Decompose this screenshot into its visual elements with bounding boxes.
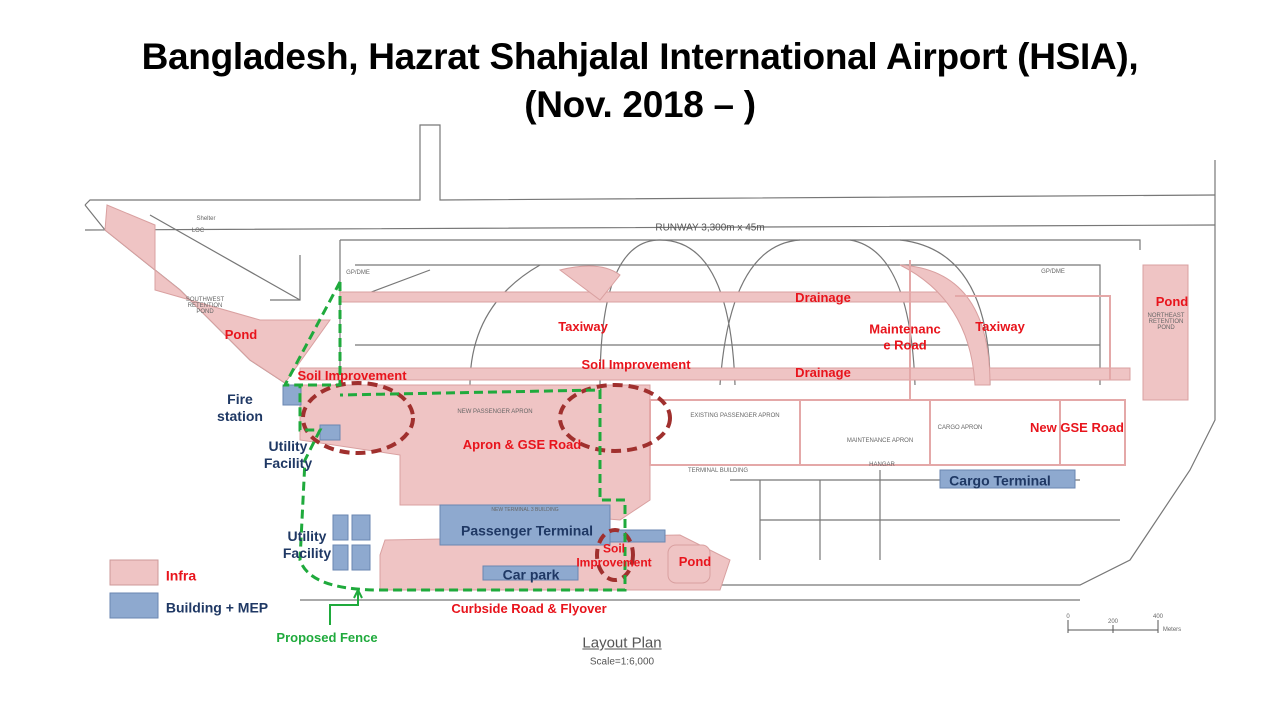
scale-bar <box>1067 620 1159 633</box>
label-car-park: Car park <box>502 566 560 583</box>
label-sw-pond: SOUTHWEST RETENTION POND <box>185 297 225 315</box>
label-cargo-apron: CARGO APRON <box>937 425 983 431</box>
layout-plan-title: Layout Plan <box>582 634 662 652</box>
label-passenger-terminal: Passenger Terminal <box>460 522 594 539</box>
label-maintenance-apron: MAINTENANCE APRON <box>846 438 914 444</box>
label-drainage-top: Drainage <box>795 290 851 306</box>
curbside-area <box>379 534 731 591</box>
legend-building-label: Building + MEP <box>165 599 269 616</box>
label-curbside: Curbside Road & Flyover <box>451 601 607 617</box>
legend-infra-label: Infra <box>165 567 197 584</box>
scale-tick-200: 200 <box>1107 619 1119 625</box>
label-utility-2: Utility Facility <box>282 528 332 561</box>
label-new-terminal: NEW TERMINAL 3 BUILDING <box>491 507 559 513</box>
slide-title-line2: (Nov. 2018 – ) <box>524 84 756 125</box>
slide-title-line1: Bangladesh, Hazrat Shahjalal Internation… <box>141 36 1139 77</box>
taxiway-area <box>558 264 991 386</box>
drainage-bottom <box>299 367 1131 381</box>
label-gpdme-1: GP/DME <box>346 270 370 276</box>
label-fire-station: Fire station <box>217 391 263 424</box>
label-existing-apron: EXISTING PASSENGER APRON <box>690 413 780 419</box>
label-terminal-building: TERMINAL BUILDING <box>687 468 749 474</box>
label-pond-ne: Pond <box>1155 294 1189 310</box>
label-pond-sw: Pond <box>224 327 258 343</box>
label-soil-3: Soil Improvement <box>576 541 652 570</box>
label-new-apron: NEW PASSENGER APRON <box>457 409 533 415</box>
runway-label: RUNWAY 3,300m x 45m <box>655 222 765 234</box>
passenger-terminal-building <box>439 504 611 546</box>
label-taxiway-1: Taxiway <box>558 319 608 335</box>
sw-pond-area <box>104 204 331 384</box>
new-gse-road-outline <box>649 260 1126 466</box>
label-new-gse: New GSE Road <box>1030 420 1124 436</box>
label-hangar: HANGAR <box>869 462 895 468</box>
label-soil-2: Soil Improvement <box>581 357 691 373</box>
label-shelter: Shelter <box>196 216 216 222</box>
label-cargo-terminal: Cargo Terminal <box>949 472 1051 489</box>
label-pond-s: Pond <box>678 554 712 570</box>
cargo-terminal-building <box>939 469 1076 489</box>
label-drainage-bottom: Drainage <box>795 365 851 381</box>
drainage-top <box>339 291 956 303</box>
label-taxiway-2: Taxiway <box>975 319 1025 335</box>
layout-plan-scale: Scale=1:6,000 <box>589 656 655 668</box>
infra-areas <box>104 204 1189 591</box>
scale-tick-0: 0 <box>1066 614 1070 620</box>
label-ne-pond: NORTHEAST RETENTION POND <box>1147 313 1185 331</box>
proposed-fence-line <box>282 281 627 592</box>
label-soil-1: Soil Improvement <box>297 368 407 384</box>
legend-infra-swatch <box>109 559 159 586</box>
legend-building-swatch <box>109 592 159 619</box>
label-proposed-fence: Proposed Fence <box>276 630 378 646</box>
label-utility-1: Utility Facility <box>263 438 313 471</box>
scale-tick-400: 400 <box>1152 614 1164 620</box>
label-apron-gse: Apron & GSE Road <box>462 437 582 453</box>
scale-unit: Meters <box>1162 627 1182 633</box>
soil-improvement-zones <box>301 381 672 582</box>
buildings <box>282 384 1076 581</box>
label-loc: LOC <box>191 228 205 234</box>
label-gpdme-2: GP/DME <box>1041 269 1065 275</box>
fence-pointer-arrow <box>329 587 363 625</box>
car-park-building <box>482 565 579 581</box>
label-maintenance-road: Maintenanc e Road <box>869 321 941 352</box>
south-pond-area <box>667 544 711 584</box>
ne-pond-area <box>1142 264 1189 401</box>
